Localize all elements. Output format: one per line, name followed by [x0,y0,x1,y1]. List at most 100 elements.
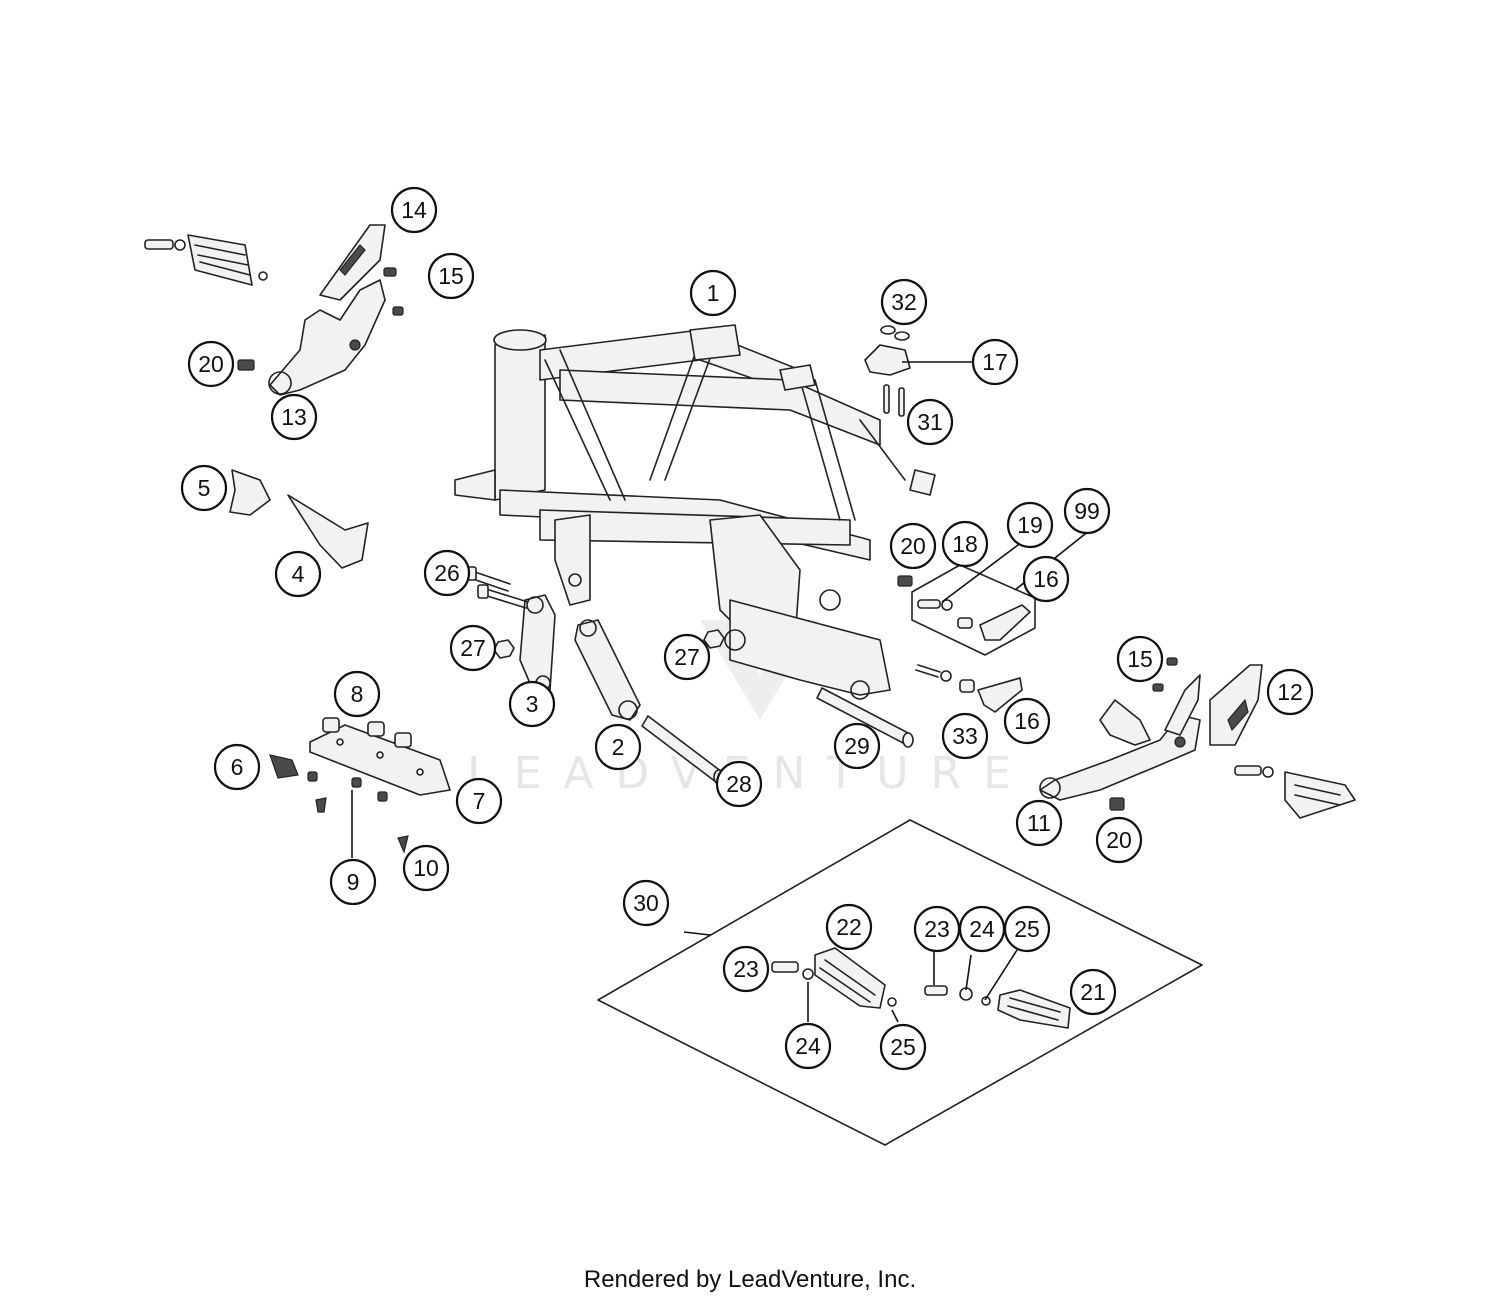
svg-text:11: 11 [1027,810,1051,836]
bracket-part-5 [229,469,271,516]
callout-25-lower: 25 [879,1023,927,1071]
svg-text:30: 30 [633,890,659,916]
nuts-27 [493,629,725,659]
svg-text:15: 15 [438,263,464,289]
small-bolt-15a [237,267,404,371]
svg-text:10: 10 [413,855,439,881]
svg-text:4: 4 [292,561,305,587]
callout-15-left: 15 [427,252,475,300]
svg-text:26: 26 [434,560,460,586]
svg-text:24: 24 [795,1033,821,1059]
callout-10: 10 [402,844,450,892]
mount-link-2 [574,619,641,721]
callout-4: 4 [274,550,322,598]
callout-15-right: 15 [1116,635,1164,683]
svg-text:12: 12 [1277,679,1303,705]
callout-26: 26 [423,549,471,597]
callout-11: 11 [1015,799,1063,847]
svg-text:23: 23 [733,956,759,982]
callout-1: 1 [689,269,737,317]
mount-link-3 [519,594,556,696]
callout-27-center: 27 [663,633,711,681]
svg-text:7: 7 [473,788,486,814]
svg-text:25: 25 [1014,916,1040,942]
callout-20-left: 20 [187,340,235,388]
left-rear-footpeg [144,234,268,286]
bolts-26 [465,566,529,609]
svg-text:22: 22 [836,914,862,940]
skid-plate [309,724,451,796]
callout-31: 31 [906,398,954,446]
callout-32: 32 [880,278,928,326]
callout-12: 12 [1266,668,1314,716]
small-bolts-15b [1152,657,1178,692]
callout-27-left: 27 [449,624,497,672]
svg-text:20: 20 [198,351,224,377]
svg-text:15: 15 [1127,646,1153,672]
callout-7: 7 [455,777,503,825]
svg-text:25: 25 [890,1034,916,1060]
kit-footpeg-21 [924,985,1071,1029]
left-footpeg-bracket [268,224,386,396]
footpeg-kit-box [597,819,1203,1146]
callout-24-lower: 24 [784,1022,832,1070]
callout-23-right: 23 [913,905,961,953]
svg-text:2: 2 [612,734,625,760]
callout-9: 9 [329,858,377,906]
svg-text:28: 28 [726,771,752,797]
svg-text:16: 16 [1014,708,1040,734]
callout-33: 33 [941,712,989,760]
callout-6: 6 [213,743,261,791]
svg-text:31: 31 [917,409,943,435]
svg-text:20: 20 [1106,827,1132,853]
svg-text:23: 23 [924,916,950,942]
svg-text:32: 32 [891,289,917,315]
svg-text:19: 19 [1017,512,1043,538]
clip-6 [269,754,299,779]
shaft-29 [816,687,914,748]
callout-28: 28 [715,760,763,808]
bracket-part-4 [287,494,369,569]
svg-text:18: 18 [952,531,978,557]
callout-5: 5 [180,464,228,512]
right-heel-guard [1209,664,1263,746]
callout-23-left: 23 [722,945,770,993]
right-footpeg-bracket [1039,674,1201,811]
callout-20-right: 20 [1095,816,1143,864]
callout-21: 21 [1069,968,1117,1016]
svg-text:14: 14 [401,197,427,223]
callout-20-frame: 20 [889,522,937,570]
bolt-20-frame [897,575,913,587]
screw-10 [397,835,409,854]
svg-text:6: 6 [231,754,244,780]
screws-9 [307,771,388,813]
svg-text:21: 21 [1080,979,1106,1005]
svg-text:27: 27 [674,644,700,670]
callout-24-upper: 24 [958,905,1006,953]
svg-text:3: 3 [526,691,539,717]
svg-text:9: 9 [347,869,360,895]
callout-2: 2 [594,723,642,771]
callout-13: 13 [270,393,318,441]
svg-text:13: 13 [281,404,307,430]
svg-text:1: 1 [707,280,720,306]
footpeg-bracket-set-box [911,564,1036,656]
callout-16-lower: 16 [1003,697,1051,745]
callout-29: 29 [833,722,881,770]
svg-text:8: 8 [351,681,364,707]
svg-text:99: 99 [1074,498,1100,524]
kit-footpeg-22 [771,947,897,1009]
callout-8: 8 [333,670,381,718]
callout-30: 30 [622,879,670,927]
top-bracket-17 [864,325,911,417]
rubber-mounts-8 [322,717,412,748]
frame-part [454,324,936,700]
bolts-33-area [915,664,1023,713]
svg-text:33: 33 [952,723,978,749]
callout-17: 17 [971,338,1019,386]
svg-text:5: 5 [198,475,211,501]
footer-credit: Rendered by LeadVenture, Inc. [583,1266,917,1293]
callout-3: 3 [508,680,556,728]
callout-19: 19 [1006,501,1054,549]
